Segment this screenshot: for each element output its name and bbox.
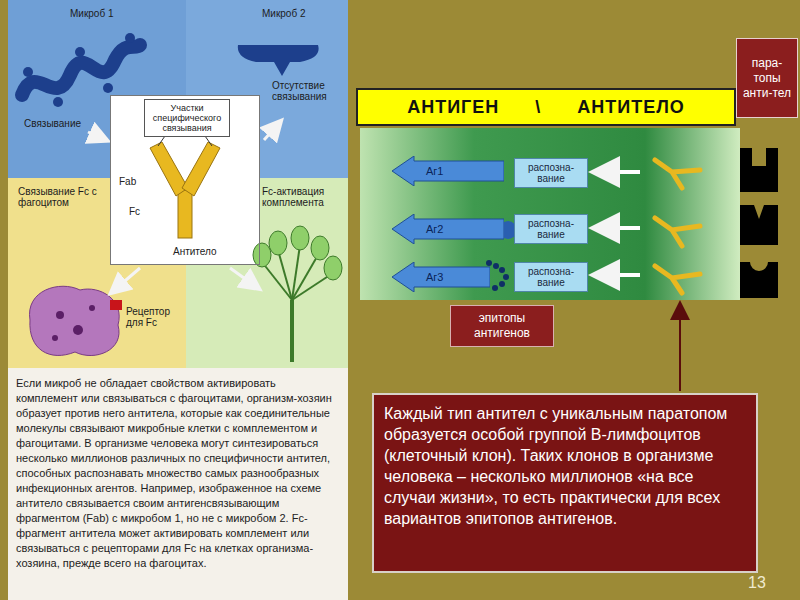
node-text: Антитело [173, 246, 217, 257]
antigen-arrow: Аг2 [392, 214, 504, 244]
arrow-shape [392, 156, 504, 186]
white-arrows [596, 172, 640, 275]
node-text: Участки специфического связывания [147, 103, 227, 133]
page-number: 13 [748, 574, 778, 592]
node-text: Аг1 [426, 165, 443, 177]
node-text: распозна-вание [517, 266, 585, 288]
node-text: Каждый тип антител с уникальным паратопо… [384, 403, 746, 529]
paratope-shapes [740, 148, 778, 298]
node-text: Fc [129, 206, 140, 217]
scan-arrows [88, 122, 280, 292]
node-text: Если микроб не обладает свойством активи… [16, 376, 340, 571]
binding-sites-box: Участки специфического связывания [144, 99, 230, 137]
complement [253, 226, 342, 362]
pointer-arrow [679, 304, 681, 391]
fc-phagocyte-label: Связывание Fc с фагоцитом [18, 186, 130, 208]
binding-label: Связывание [24, 118, 94, 129]
microbe-name: Микроб 1 [70, 8, 150, 19]
green-panel [360, 128, 740, 300]
antibody-y [150, 136, 220, 238]
recognition-box: распозна-вание [514, 158, 588, 188]
receptor-label: Рецептор для Fc [126, 306, 186, 328]
clone-note-box: Каждый тип антител с уникальным паратопо… [372, 393, 758, 573]
arrow-shape [392, 214, 504, 244]
node-text: АНТИГЕН \ АНТИТЕЛО [407, 97, 685, 118]
phagocyte [30, 286, 122, 355]
node-text: распозна-вание [517, 218, 585, 240]
node-text: эпитопы антигенов [455, 311, 549, 341]
node-text: Аг3 [426, 271, 443, 283]
recognition-box: распозна-вание [514, 262, 588, 292]
scan-panel [8, 0, 348, 600]
recognition-box: распозна-вание [514, 214, 588, 244]
node-text: Fab [119, 176, 136, 187]
antigen-arrow: Аг1 [392, 156, 504, 186]
microbe-name: Микроб 2 [262, 8, 342, 19]
title-banner: АНТИГЕН \ АНТИТЕЛО [356, 88, 736, 126]
antigen-arrow: Аг3 [392, 262, 490, 292]
microbe-2 [238, 45, 319, 76]
no-binding-label: Отсутствие связывания [272, 80, 344, 102]
antibody-icons [655, 160, 700, 293]
epitope-box: эпитопы антигенов [450, 305, 554, 347]
node-text: Аг2 [426, 223, 443, 235]
complement-label: Fc-активация комплемента [262, 186, 346, 208]
node-text: пара-топы анти-тел [739, 56, 795, 101]
paratope-box: пара-топы анти-тел [736, 38, 798, 118]
node-text: распозна-вание [517, 162, 585, 184]
antibody-box: FabFcАнтитело Участки специфического связ… [110, 95, 260, 265]
text-panel: Если микроб не обладает свойством активи… [8, 372, 348, 598]
